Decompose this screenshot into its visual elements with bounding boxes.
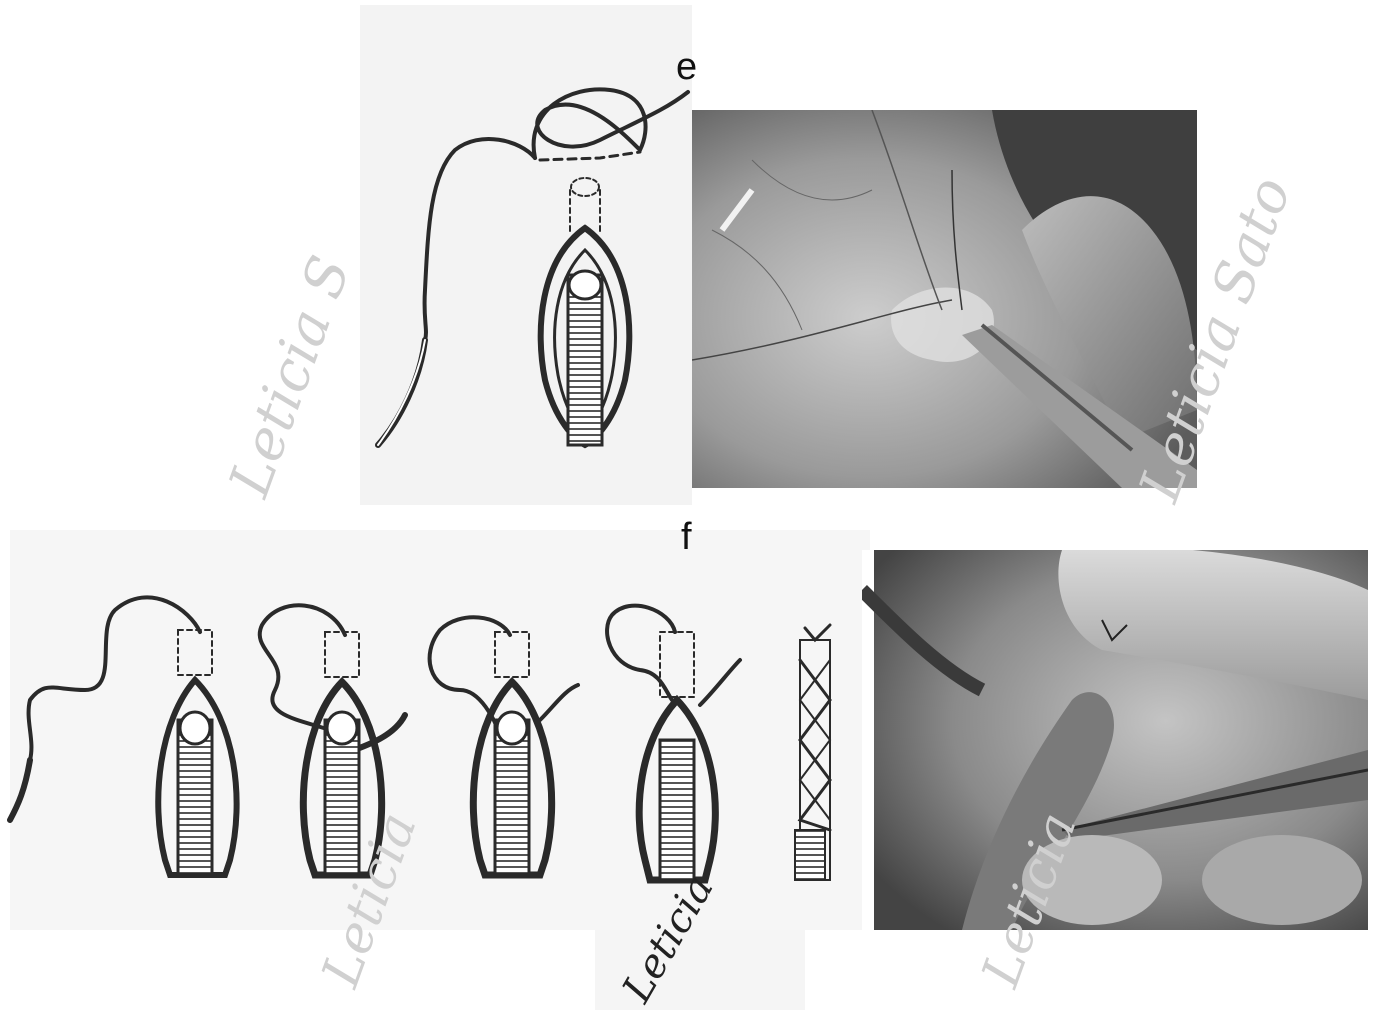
drawing-f-step2	[260, 605, 405, 875]
suture-thread	[425, 139, 535, 340]
suture-loop	[534, 89, 688, 158]
drawing-f-step1	[10, 597, 237, 875]
drawing-f-step3	[430, 617, 578, 875]
drawing-f-step5	[795, 625, 830, 880]
drawing-f-step4	[607, 606, 740, 880]
needle-icon	[10, 760, 30, 820]
laparoscopic-photo-e	[692, 110, 1197, 488]
laparoscopic-photo-f	[862, 550, 1368, 930]
drawing-e	[378, 89, 688, 445]
needle-icon	[378, 340, 425, 445]
